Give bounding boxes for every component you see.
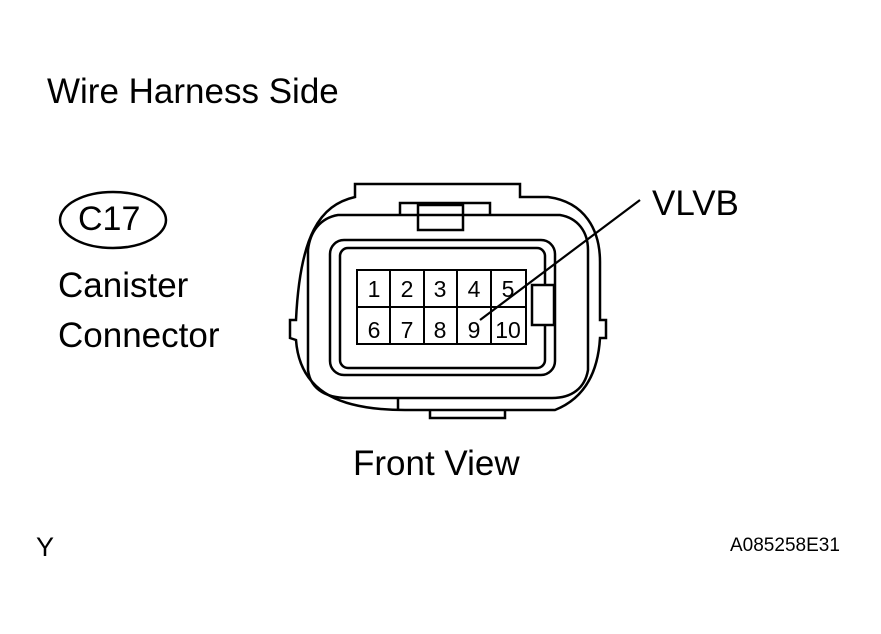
connector-name-line2: Connector <box>58 316 220 355</box>
connector-code: C17 <box>78 200 141 238</box>
corner-mark: Y <box>36 532 55 562</box>
pin-number-3: 3 <box>434 276 447 302</box>
pin-number-6: 6 <box>368 317 381 343</box>
pin-number-10: 10 <box>495 317 521 343</box>
pin-number-7: 7 <box>401 317 414 343</box>
pin-number-4: 4 <box>468 276 481 302</box>
pin-number-9: 9 <box>468 317 481 343</box>
connector-outer-housing <box>288 182 608 412</box>
connector-name-line1: Canister <box>58 266 189 305</box>
figure-id: A085258E31 <box>730 535 840 556</box>
view-label: Front View <box>353 444 520 483</box>
pin-number-8: 8 <box>434 317 447 343</box>
pin-number-2: 2 <box>401 276 414 302</box>
connector-inner-housing <box>306 213 590 400</box>
vlvb-leader-line <box>479 199 641 321</box>
connector-side-key <box>530 283 556 327</box>
connector-latch <box>398 201 492 215</box>
connector-code-oval <box>58 190 168 250</box>
pin-number-1: 1 <box>368 276 381 302</box>
diagram-title: Wire Harness Side <box>47 72 339 111</box>
terminal-label: VLVB <box>652 184 739 223</box>
